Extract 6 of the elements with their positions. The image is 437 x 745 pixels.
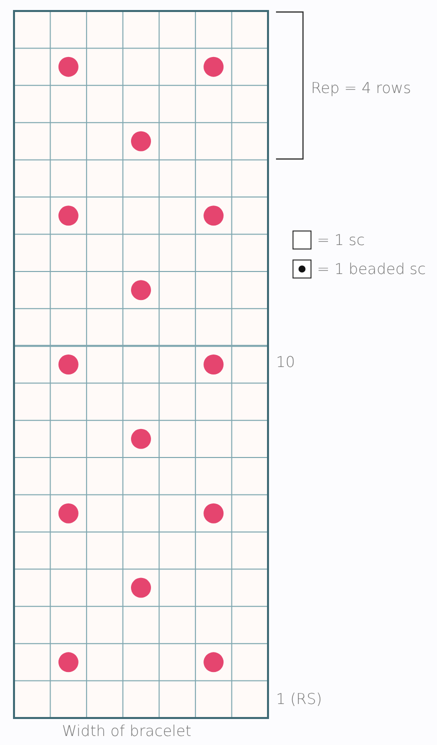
legend-text: = 1 beaded sc [317, 260, 426, 278]
row-number: 10 [276, 353, 296, 371]
legend-text: = 1 sc [317, 231, 365, 249]
repeat-label: Rep = 4 rows [311, 79, 412, 97]
row-number: 1 (RS) [276, 690, 322, 708]
axis-label: Width of bracelet [62, 722, 192, 740]
